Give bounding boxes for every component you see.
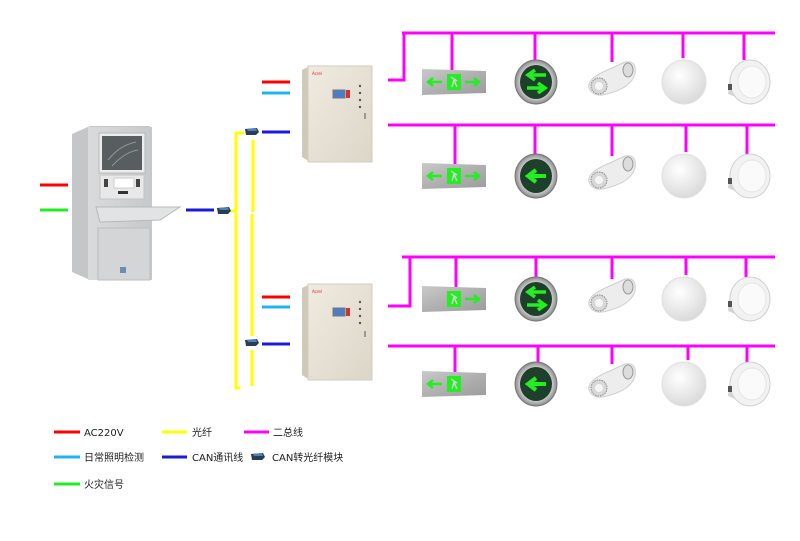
distribution-box-2: Acrel	[302, 283, 373, 381]
downlight	[728, 361, 771, 407]
twin-head-emergency-light	[588, 61, 636, 96]
ceiling-globe-light	[661, 361, 707, 407]
ceiling-globe-light	[661, 153, 707, 199]
floor-direction-light	[514, 59, 558, 105]
arrow-right-icon	[527, 81, 549, 95]
downlight	[728, 59, 771, 105]
twin-head-emergency-light	[588, 363, 636, 398]
downlight	[728, 153, 771, 199]
fixtures	[422, 59, 771, 407]
distribution-box-1: Acrel	[302, 65, 373, 163]
twin-head-emergency-light	[588, 155, 636, 190]
floor-direction-light	[514, 361, 558, 407]
arrow-left-icon	[425, 77, 442, 87]
arrow-right-icon	[527, 298, 549, 312]
monitoring-host-cabinet	[72, 126, 182, 281]
floor-direction-light	[514, 153, 558, 199]
downlight	[728, 276, 771, 322]
arrow-right-icon	[465, 294, 482, 304]
arrow-left-icon	[524, 376, 546, 392]
legend-label-ac220v: AC220V	[84, 428, 124, 439]
legend-label-can-module: CAN转光纤模块	[272, 451, 343, 464]
fiber-wire	[234, 213, 240, 390]
arrow-left-icon	[524, 168, 546, 184]
arrow-left-icon	[425, 379, 442, 389]
legend-label-can-bus: CAN通讯线	[192, 451, 243, 464]
legend-label-fiber: 光纤	[192, 426, 212, 439]
arrow-left-icon	[524, 285, 546, 299]
arrow-right-icon	[465, 77, 482, 87]
exit-sign-light	[422, 163, 486, 189]
can-fiber-module-icon	[245, 128, 259, 135]
legend-label-lighting-detect: 日常照明检测	[84, 451, 144, 464]
ceiling-globe-light	[661, 276, 707, 322]
exit-sign-light	[422, 286, 486, 312]
arrow-left-icon	[524, 68, 546, 82]
box-brand-logo: Acrel	[312, 289, 322, 294]
ceiling-globe-light	[661, 59, 707, 105]
exit-sign-light	[422, 69, 486, 95]
legend-label-two-bus: 二总线	[273, 426, 303, 439]
legend-can-module-icon	[251, 453, 265, 460]
can-fiber-module-icon	[245, 339, 259, 346]
legend: AC220V 光纤 二总线 日常照明检测 CAN通讯线 CAN转光纤模块 火灾信…	[54, 426, 343, 491]
arrow-left-icon	[425, 171, 442, 181]
box-brand-logo: Acrel	[312, 71, 322, 76]
arrow-right-icon	[465, 171, 482, 181]
can-fiber-module-icon	[217, 207, 231, 214]
fiber-wire	[231, 131, 244, 213]
two-bus-wire	[388, 33, 406, 82]
wiring	[40, 31, 775, 390]
legend-label-fire-signal: 火灾信号	[84, 478, 124, 491]
floor-direction-light	[514, 276, 558, 322]
exit-sign-light	[422, 371, 486, 397]
two-bus-wire	[388, 257, 412, 308]
twin-head-emergency-light	[588, 278, 636, 313]
